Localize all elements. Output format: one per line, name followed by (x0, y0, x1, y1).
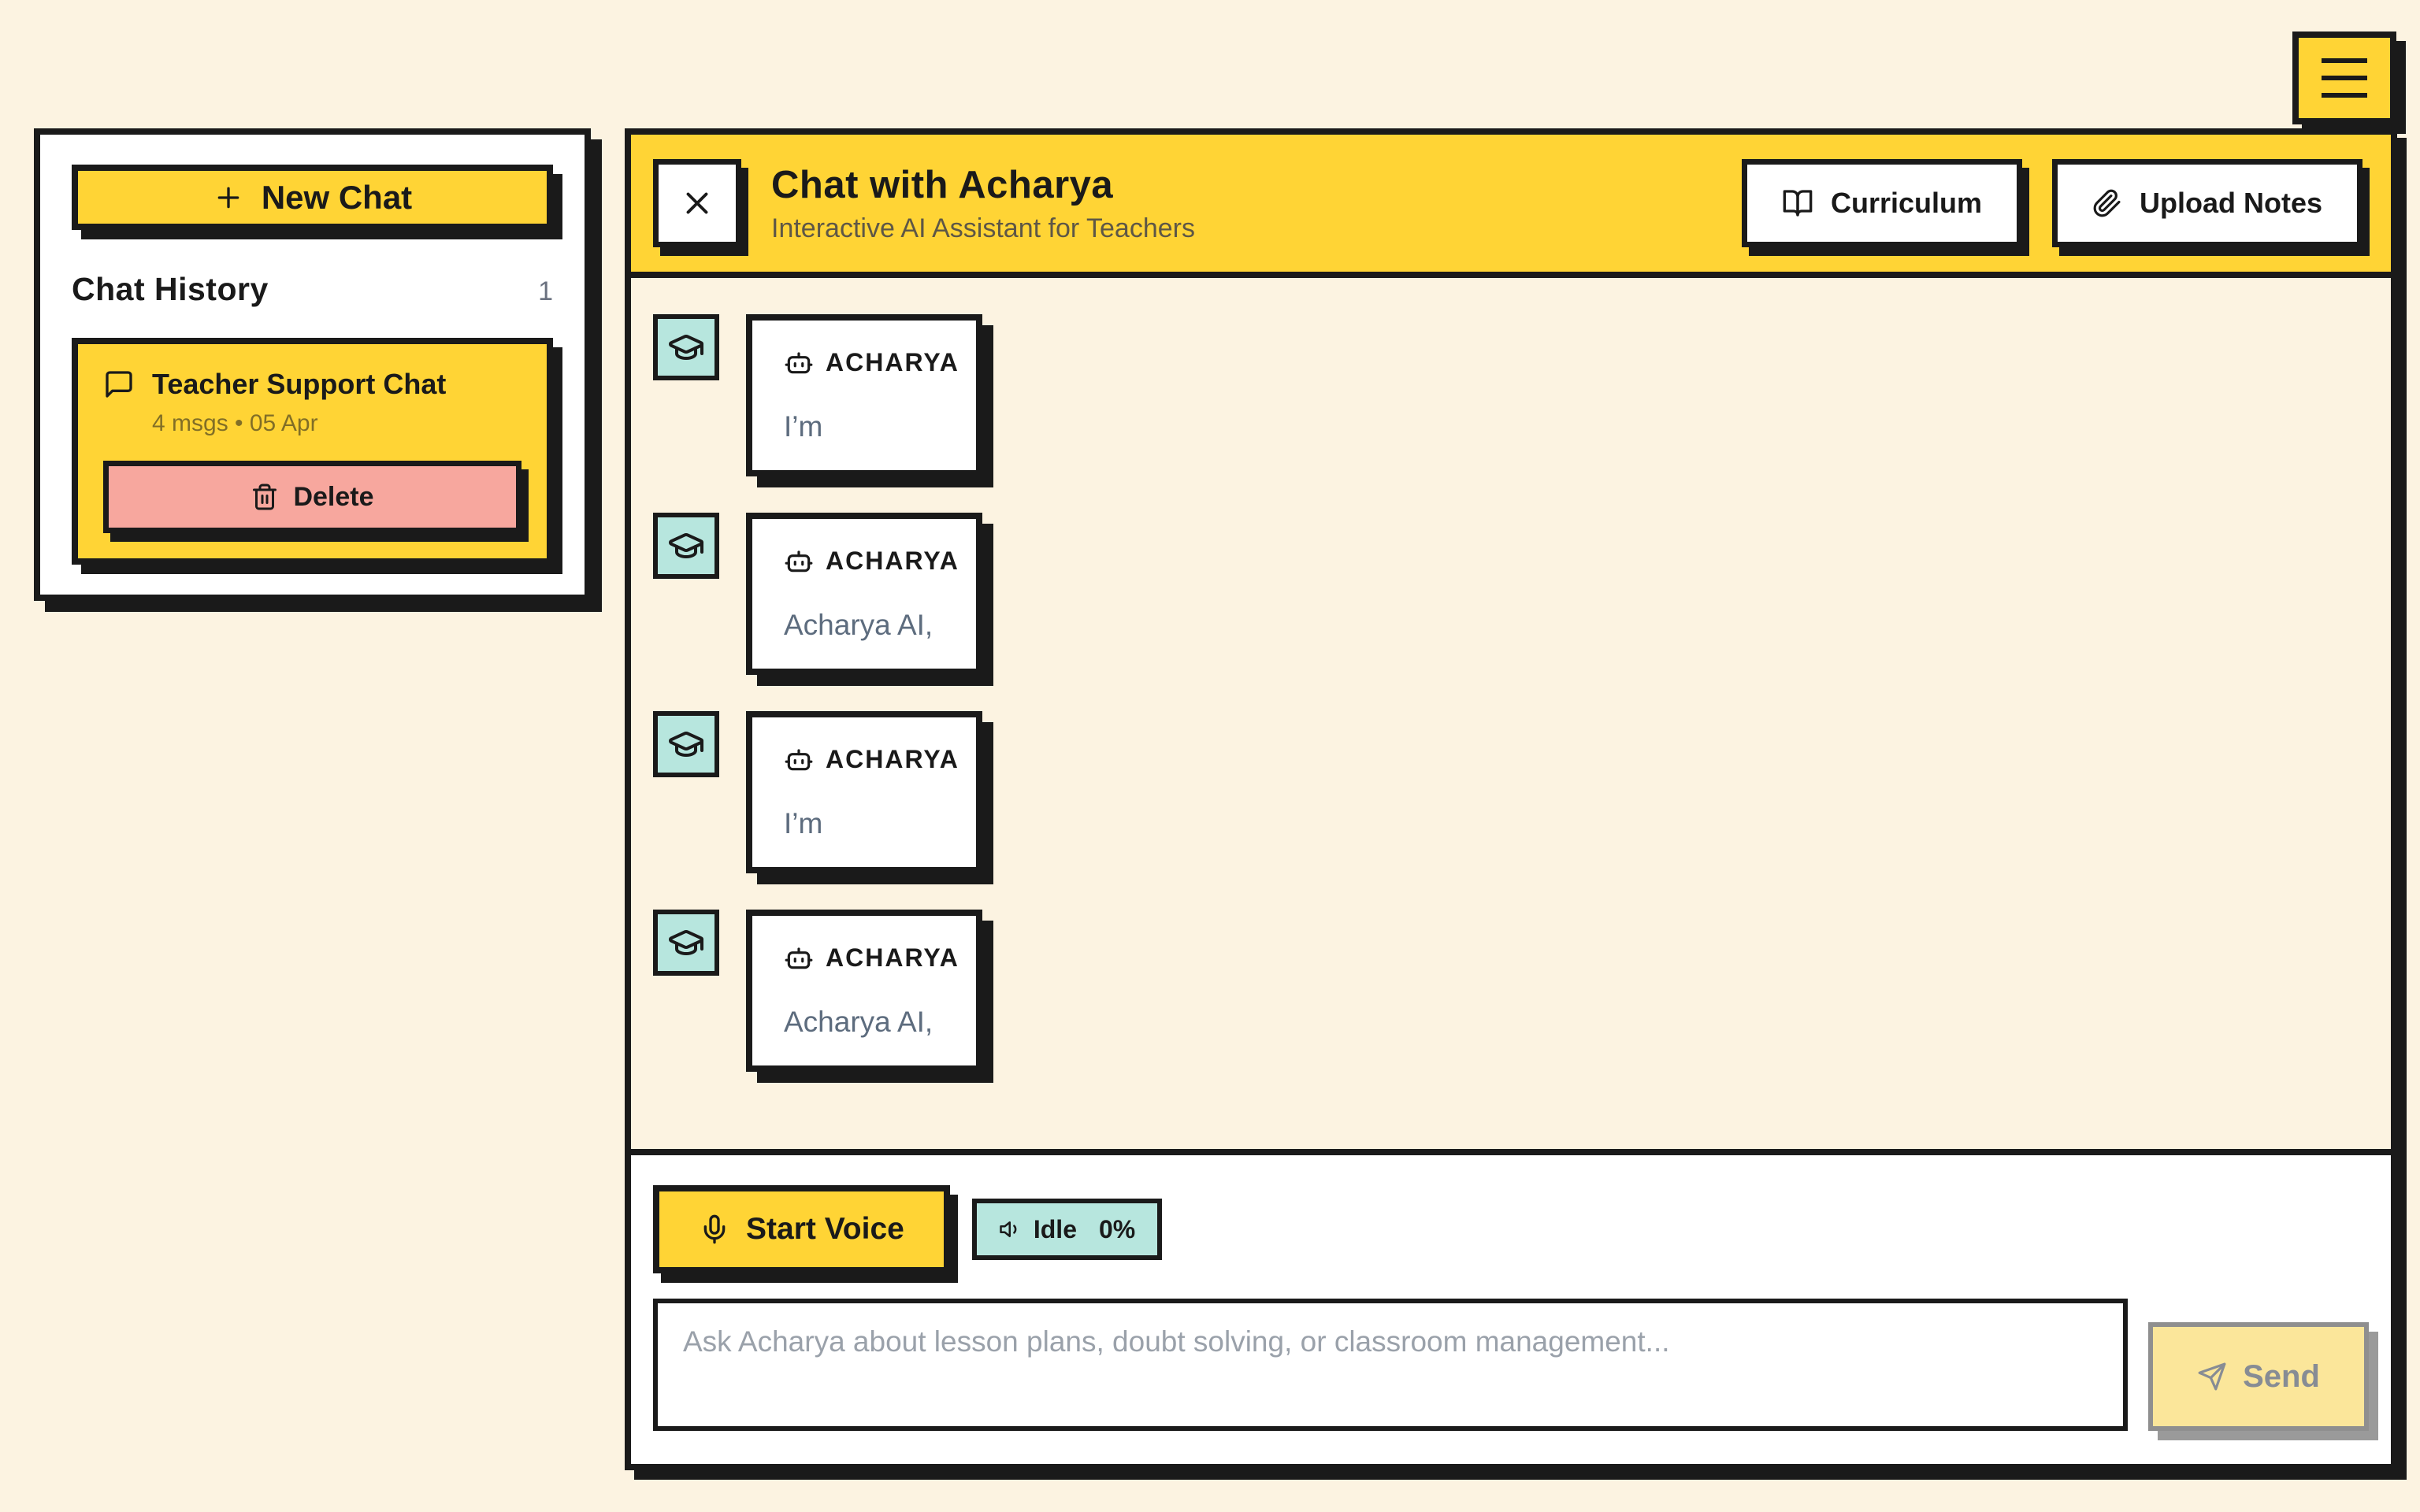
menu-button[interactable] (2292, 32, 2396, 124)
speaker-icon (999, 1217, 1023, 1241)
plus-icon (213, 182, 244, 213)
message-row: ACHARYA I’m (653, 314, 2369, 476)
bot-icon (784, 546, 814, 576)
microphone-icon (699, 1214, 730, 1245)
message-text: Acharya AI, (784, 1006, 933, 1038)
voice-level-value: 0% (1098, 1214, 1136, 1243)
upload-notes-label: Upload Notes (2139, 187, 2322, 219)
assistant-avatar (653, 314, 719, 380)
message-card: ACHARYA Acharya AI, (746, 910, 982, 1072)
curriculum-label: Curriculum (1830, 187, 1982, 219)
book-open-icon (1782, 187, 1813, 219)
messages-area: ACHARYA I’m ACHARYA (631, 278, 2391, 1149)
curriculum-button[interactable]: Curriculum (1741, 159, 2022, 247)
assistant-avatar (653, 513, 719, 579)
message-row: ACHARYA Acharya AI, (653, 513, 2369, 675)
close-icon (679, 185, 715, 221)
hamburger-icon (2322, 58, 2367, 63)
message-sender: ACHARYA (826, 347, 959, 376)
message-sender: ACHARYA (826, 546, 959, 575)
graduation-cap-icon (667, 725, 705, 763)
message-card: ACHARYA Acharya AI, (746, 513, 982, 675)
graduation-cap-icon (667, 527, 705, 565)
message-card: ACHARYA I’m (746, 711, 982, 873)
chat-history-title: Chat History (72, 271, 269, 307)
message-row: ACHARYA I’m (653, 711, 2369, 873)
message-text: I’m (784, 410, 823, 443)
chat-item-title: Teacher Support Chat (152, 368, 447, 400)
composer-footer: Start Voice Idle 0% Send (631, 1149, 2391, 1464)
message-sender: ACHARYA (826, 744, 959, 773)
new-chat-label: New Chat (261, 178, 413, 216)
voice-status-label: Idle (1033, 1214, 1077, 1243)
start-voice-label: Start Voice (746, 1212, 904, 1246)
upload-notes-button[interactable]: Upload Notes (2051, 159, 2362, 247)
page-subtitle: Interactive AI Assistant for Teachers (771, 213, 1195, 243)
bot-icon (784, 347, 814, 377)
page-title: Chat with Acharya (771, 163, 1114, 206)
delete-chat-button[interactable]: Delete (103, 461, 521, 533)
assistant-avatar (653, 711, 719, 777)
chat-history-header: Chat History 1 (72, 271, 553, 308)
new-chat-button[interactable]: New Chat (72, 165, 553, 230)
message-input[interactable] (653, 1299, 2128, 1431)
bot-icon (784, 943, 814, 973)
chat-item-meta: 4 msgs • 05 Apr (152, 410, 318, 436)
trash-icon (251, 483, 279, 511)
message-text: I’m (784, 807, 823, 839)
chat-history-count: 1 (538, 276, 553, 306)
chat-panel: Chat with Acharya Interactive AI Assista… (625, 128, 2397, 1470)
graduation-cap-icon (667, 924, 705, 962)
message-sender: ACHARYA (826, 943, 959, 972)
chat-history-sidebar: New Chat Chat History 1 Teacher Support … (34, 128, 591, 601)
bot-icon (784, 744, 814, 774)
message-row: ACHARYA Acharya AI, (653, 910, 2369, 1072)
chat-bubble-icon (103, 369, 135, 400)
start-voice-button[interactable]: Start Voice (653, 1185, 950, 1273)
close-button[interactable] (653, 159, 741, 247)
send-label: Send (2243, 1358, 2320, 1394)
send-button[interactable]: Send (2148, 1322, 2369, 1431)
assistant-avatar (653, 910, 719, 976)
delete-label: Delete (293, 481, 374, 512)
chat-panel-header: Chat with Acharya Interactive AI Assista… (631, 135, 2391, 278)
graduation-cap-icon (667, 328, 705, 366)
voice-status-badge: Idle 0% (971, 1199, 1163, 1260)
message-text: Acharya AI, (784, 609, 933, 641)
chat-history-item[interactable]: Teacher Support Chat 4 msgs • 05 Apr Del… (72, 338, 553, 565)
paperclip-icon (2092, 188, 2122, 218)
send-icon (2197, 1362, 2227, 1392)
message-card: ACHARYA I’m (746, 314, 982, 476)
